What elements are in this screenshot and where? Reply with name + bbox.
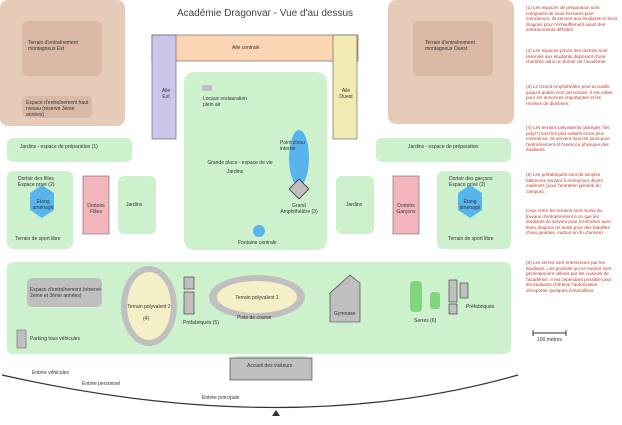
accueil-building bbox=[229, 357, 313, 381]
jardins-right-area bbox=[336, 176, 374, 234]
restauration-box bbox=[202, 85, 212, 91]
label-etang-left: Étang aménagé bbox=[32, 199, 54, 211]
note-5-extra: Ceux entre les terrains sont munis du tr… bbox=[526, 208, 612, 236]
serre-2 bbox=[430, 292, 440, 309]
label-prefab-gauche: Préfabriqués (5) bbox=[183, 320, 219, 326]
label-entree-vehicules: Entrée véhicules bbox=[32, 370, 69, 376]
perimeter-wall bbox=[1, 374, 519, 409]
entrance-arrow bbox=[272, 410, 280, 416]
etang-right-shape bbox=[458, 185, 482, 218]
label-jardins-left: Jardins bbox=[126, 202, 143, 208]
point-eau-shape bbox=[289, 130, 309, 186]
label-sport-left: Terrain de sport libre bbox=[15, 236, 61, 242]
entrainement-bas-box bbox=[27, 278, 102, 307]
label-aile-centrale: Aile centrale bbox=[232, 45, 260, 51]
label-jardins-prep-left: Jardins - espace de préparation (1) bbox=[20, 144, 98, 150]
map-title: Académie Dragonvar - Vue d'au dessus bbox=[176, 8, 354, 19]
label-scale: 100 mètres bbox=[537, 337, 563, 343]
label-amphitheatre: Grand Amphithéâtre (3) bbox=[280, 203, 318, 215]
aile-ouest-block bbox=[332, 34, 358, 140]
aile-centrale-block bbox=[151, 34, 359, 62]
label-jardins-place: Jardins bbox=[227, 169, 244, 175]
label-terrain-est: Terrain d'entraînement montagneux Est bbox=[28, 40, 78, 52]
terrain-est-inner bbox=[22, 21, 102, 76]
label-haut-niveau: Espace d'entraînement haut niveau (réser… bbox=[26, 100, 89, 118]
note-4: (4) Les terrains polyvalents (abrégés "l… bbox=[526, 125, 611, 153]
fontaine-shape bbox=[253, 225, 265, 237]
label-entree-personnel: Entrée personnel bbox=[82, 381, 121, 387]
label-gymnase: Gymnase bbox=[334, 311, 356, 317]
prefab-droite-1 bbox=[448, 279, 458, 303]
label-aile-est: Aile Est bbox=[161, 88, 171, 100]
grande-place-area bbox=[184, 72, 327, 250]
terrain-ouest-inner bbox=[413, 21, 493, 76]
label-jardins-right: Jardins bbox=[346, 202, 363, 208]
label-prefab-droite: Préfabriqués bbox=[466, 304, 495, 310]
note-2: (2) Les espaces privés des dortoirs sont… bbox=[526, 48, 608, 65]
aile-est-block bbox=[151, 34, 177, 140]
label-serres: Serres (6) bbox=[414, 318, 437, 324]
poly1-field bbox=[217, 281, 297, 313]
dortoirs-filles-block bbox=[82, 175, 110, 235]
label-aile-ouest: Aile Ouest bbox=[339, 88, 353, 100]
label-dortoirs-garcons: Dortoirs Garçons bbox=[396, 203, 416, 215]
label-etang-right: Étang aménagé bbox=[459, 199, 481, 211]
note-1: (1) Les espaces de préparation sont comp… bbox=[526, 5, 618, 33]
jardins-prep-right bbox=[376, 138, 511, 162]
label-sport-right: Terrain de sport libre bbox=[448, 236, 494, 242]
serre-1 bbox=[410, 281, 422, 312]
poly2-field bbox=[127, 272, 171, 340]
label-fontaine: Fontaine centrale bbox=[238, 240, 277, 246]
label-poly2: Terrain polyvalent 2 bbox=[127, 304, 171, 310]
etang-left-shape bbox=[30, 185, 54, 218]
dortoirs-garcons-block bbox=[392, 175, 420, 235]
prefab-droite-2 bbox=[459, 282, 469, 299]
label-terrain-ouest: Terrain d'entraînement montagneux Ouest bbox=[425, 40, 475, 52]
jardins-prep-left bbox=[7, 138, 132, 162]
label-grande-place: Grande place - espace de vie bbox=[207, 160, 273, 166]
haut-niveau-box bbox=[22, 96, 92, 118]
label-point-eau: Point d'eau interne bbox=[280, 140, 305, 152]
note-6: (6) Les serres sont entretenues par les … bbox=[526, 260, 612, 293]
prefab-gauche-2 bbox=[183, 291, 195, 315]
prefab-droite-3 bbox=[448, 303, 458, 315]
prefab-gauche-1 bbox=[183, 276, 195, 290]
label-restauration: Locaux restauration plein air bbox=[203, 96, 247, 108]
label-parking: Parking tous véhicules bbox=[30, 336, 81, 342]
label-poly1: Terrain polyvalent 1 bbox=[235, 295, 279, 301]
label-entree-principale: Entrée principale bbox=[202, 395, 240, 401]
note-5: (5) Les préfabriqués sont de simples bât… bbox=[526, 172, 603, 194]
note-3: (3) Le Grand Amphithéâtre peut accueilli… bbox=[526, 84, 613, 106]
label-entrainement-bas: Espace d'entraînement (réservé 2ème et 3… bbox=[30, 287, 101, 299]
label-poly2-ref: (4) bbox=[143, 316, 150, 322]
jardins-left-area bbox=[118, 176, 156, 234]
label-piste: Piste de course bbox=[237, 315, 272, 321]
label-accueil: Accueil des visiteurs bbox=[247, 363, 293, 369]
label-jardins-prep-right: Jardins - espace de préparation bbox=[408, 144, 479, 150]
parking-box bbox=[16, 329, 27, 349]
label-dortoirs-filles: Dortoirs Filles bbox=[87, 203, 105, 215]
gymnase-shape bbox=[329, 274, 361, 323]
amphitheatre-shape bbox=[288, 178, 310, 200]
